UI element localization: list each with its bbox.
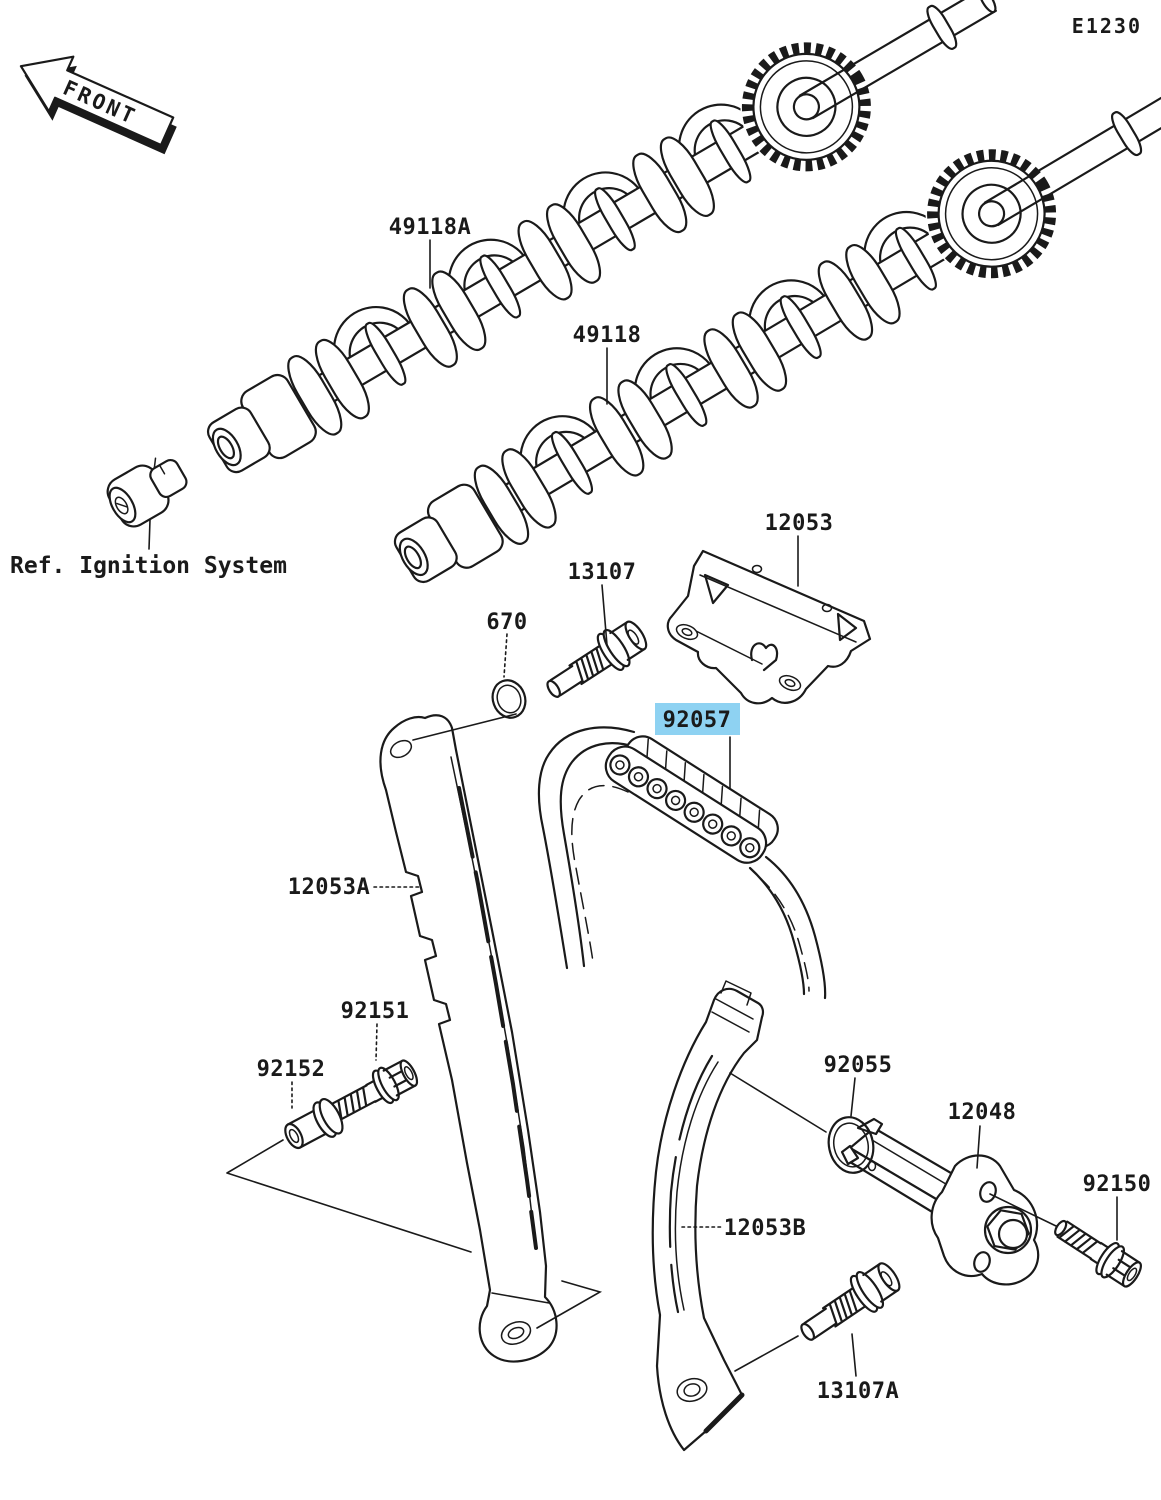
part-label-92150[interactable]: 92150	[1083, 1172, 1152, 1197]
oring-670-drawing	[491, 679, 527, 719]
part-number-12053b[interactable]: 12053B	[724, 1216, 806, 1241]
cam-chain-drawing	[537, 726, 827, 1000]
part-label-12053[interactable]: 12053	[765, 511, 834, 536]
page-code: E1230	[1072, 14, 1142, 38]
part-label-12053a[interactable]: 12053A	[288, 875, 370, 900]
part-number-92150[interactable]: 92150	[1083, 1172, 1152, 1197]
part-number-13107[interactable]: 13107	[568, 560, 637, 585]
bolt-13107-drawing	[537, 613, 654, 711]
part-number-92152[interactable]: 92152	[257, 1057, 326, 1082]
bolt-13107a-drawing	[791, 1254, 908, 1353]
ignition-rotor-cap-drawing	[106, 457, 188, 528]
part-label-13107[interactable]: 13107	[568, 560, 637, 585]
part-label-670[interactable]: 670	[486, 610, 527, 635]
part-number-49118[interactable]: 49118	[573, 323, 642, 348]
guide-12053a-drawing	[379, 714, 558, 1363]
part-number-12048[interactable]: 12048	[948, 1100, 1017, 1125]
part-number-12053a[interactable]: 12053A	[288, 875, 370, 900]
highlight-box-92057[interactable]	[655, 703, 740, 735]
bolt-92150-drawing	[1046, 1209, 1148, 1294]
part-label-92055[interactable]: 92055	[824, 1053, 893, 1078]
part-number-670[interactable]: 670	[486, 610, 527, 635]
part-number-92055[interactable]: 92055	[824, 1053, 893, 1078]
part-number-92151[interactable]: 92151	[341, 999, 410, 1024]
part-label-92057-highlighted[interactable]: 92057	[655, 703, 740, 735]
part-label-49118[interactable]: 49118	[573, 323, 642, 348]
ref-ignition-note: Ref. Ignition System	[10, 553, 287, 579]
part-label-49118a[interactable]: 49118A	[389, 215, 471, 240]
oring-92055-drawing	[827, 1116, 875, 1174]
part-label-92152[interactable]: 92152	[257, 1057, 326, 1082]
part-number-49118a[interactable]: 49118A	[389, 215, 471, 240]
collar-92152-drawing	[284, 1097, 344, 1150]
part-label-92151[interactable]: 92151	[341, 999, 410, 1024]
part-number-12053[interactable]: 12053	[765, 511, 834, 536]
tensioner-12048-drawing	[840, 1117, 1040, 1286]
part-label-12048[interactable]: 12048	[948, 1100, 1017, 1125]
part-number-92057[interactable]: 92057	[663, 708, 732, 733]
front-direction-arrow: FRONT	[19, 55, 177, 155]
part-label-12053b[interactable]: 12053B	[724, 1216, 806, 1241]
bracket-12053-drawing	[666, 549, 872, 705]
guide-12053b-drawing	[651, 980, 765, 1452]
part-label-13107a[interactable]: 13107A	[817, 1379, 899, 1404]
part-number-13107a[interactable]: 13107A	[817, 1379, 899, 1404]
leader-lines	[148, 239, 1118, 1377]
